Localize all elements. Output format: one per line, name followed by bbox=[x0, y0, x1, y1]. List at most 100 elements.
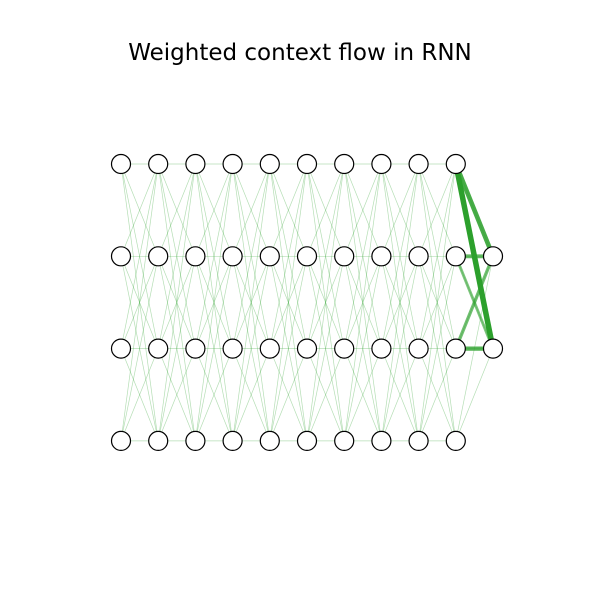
weak-edge bbox=[232, 163, 271, 349]
weak-edge bbox=[343, 163, 382, 349]
weak-edge bbox=[195, 163, 233, 349]
weak-edge bbox=[232, 163, 271, 442]
rnn-node bbox=[259, 153, 280, 175]
rnn-node bbox=[110, 246, 132, 267]
rnn-node bbox=[334, 246, 355, 267]
weak-edge bbox=[120, 255, 159, 349]
weak-edge bbox=[381, 163, 419, 442]
weak-edge bbox=[418, 255, 457, 349]
weak-edge bbox=[381, 163, 419, 349]
rnn-node bbox=[445, 338, 466, 359]
weak-edge bbox=[232, 163, 271, 257]
weak-edge bbox=[157, 348, 196, 442]
rnn-node bbox=[371, 246, 392, 267]
weak-edge bbox=[120, 163, 159, 442]
weak-edge bbox=[157, 163, 196, 442]
weak-edge bbox=[418, 348, 457, 442]
weak-edge bbox=[418, 163, 457, 349]
weak-edge bbox=[381, 255, 419, 349]
weak-edge bbox=[120, 255, 159, 442]
rnn-node bbox=[222, 153, 243, 175]
weak-edge bbox=[418, 255, 457, 349]
weak-edge bbox=[269, 348, 308, 442]
weak-edge bbox=[195, 163, 233, 257]
weak-edge bbox=[343, 163, 382, 442]
strong-edge bbox=[453, 161, 496, 259]
weak-edge bbox=[381, 348, 419, 442]
diagram-title: Weighted context flow in RNN bbox=[128, 40, 472, 66]
weak-edge bbox=[120, 163, 159, 257]
weak-edge bbox=[157, 163, 196, 442]
weak-edge bbox=[306, 163, 345, 257]
weak-edge bbox=[269, 163, 308, 257]
rnn-node bbox=[296, 246, 318, 267]
weak-edge bbox=[381, 255, 419, 349]
rnn-node bbox=[408, 153, 429, 175]
weak-edge bbox=[418, 163, 457, 257]
weak-edge bbox=[195, 348, 233, 442]
rnn-node bbox=[259, 246, 280, 267]
weak-edge bbox=[157, 163, 196, 257]
rnn-node bbox=[185, 246, 206, 267]
weak-edge bbox=[195, 255, 233, 349]
weak-edge bbox=[343, 163, 382, 349]
weak-edge bbox=[381, 163, 419, 257]
weak-edge bbox=[306, 163, 345, 257]
weak-edge bbox=[306, 348, 345, 442]
weak-edge bbox=[120, 163, 159, 442]
rnn-node bbox=[482, 246, 504, 267]
weak-edge bbox=[269, 163, 308, 442]
rnn-node bbox=[185, 338, 206, 359]
weak-edge bbox=[343, 348, 382, 442]
weak-edge bbox=[232, 255, 271, 349]
weak-edge bbox=[306, 348, 345, 442]
rnn-node bbox=[222, 338, 243, 359]
rnn-node bbox=[110, 430, 132, 451]
rnn-node bbox=[408, 430, 429, 451]
weak-edge bbox=[195, 348, 233, 442]
weak-edge bbox=[343, 255, 382, 349]
weak-edge bbox=[418, 255, 457, 442]
weak-edge bbox=[157, 348, 196, 442]
rnn-node bbox=[148, 430, 169, 451]
weak-edge bbox=[418, 163, 457, 442]
rnn-node bbox=[148, 153, 169, 175]
weak-edge bbox=[120, 163, 159, 349]
weak-edge bbox=[306, 163, 345, 349]
rnn-node bbox=[445, 153, 466, 175]
weak-edge-layer bbox=[120, 163, 494, 442]
rnn-node bbox=[148, 338, 169, 359]
weak-edge bbox=[232, 255, 271, 442]
rnn-node bbox=[371, 153, 392, 175]
rnn-node bbox=[222, 430, 243, 451]
weak-edge bbox=[343, 255, 382, 442]
weak-edge bbox=[418, 163, 457, 442]
weak-edge bbox=[232, 163, 271, 257]
rnn-node bbox=[371, 430, 392, 451]
rnn-node bbox=[185, 430, 206, 451]
weak-edge bbox=[269, 255, 308, 442]
weak-edge bbox=[120, 348, 159, 442]
weak-edge bbox=[381, 255, 419, 442]
weak-edge bbox=[343, 348, 382, 442]
weak-edge bbox=[120, 255, 159, 349]
weak-edge bbox=[381, 348, 419, 442]
weak-edge bbox=[232, 348, 271, 442]
rnn-node bbox=[482, 338, 504, 359]
weak-edge bbox=[343, 255, 382, 442]
weak-edge bbox=[343, 255, 382, 349]
weak-edge bbox=[381, 163, 419, 349]
weak-edge bbox=[157, 255, 196, 349]
weak-edge bbox=[195, 163, 233, 257]
rnn-node bbox=[371, 338, 392, 359]
weak-edge bbox=[157, 163, 196, 349]
weak-edge bbox=[157, 163, 196, 349]
weak-edge bbox=[195, 255, 233, 349]
weak-edge bbox=[232, 255, 271, 349]
weak-edge bbox=[343, 163, 382, 442]
weak-edge bbox=[269, 163, 308, 442]
weak-edge bbox=[232, 163, 271, 349]
weak-edge bbox=[381, 163, 419, 442]
rnn-node bbox=[222, 246, 243, 267]
